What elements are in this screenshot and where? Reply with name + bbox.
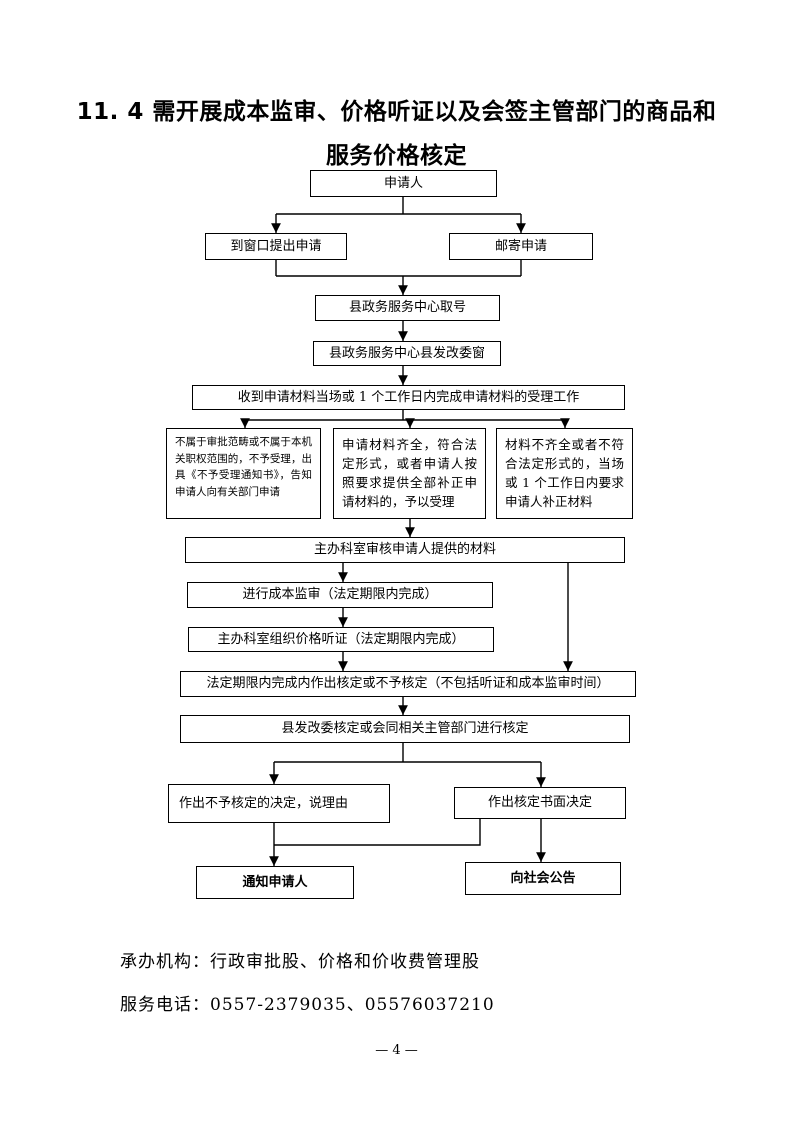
node-submit-mail: 邮寄申请	[449, 233, 593, 260]
footer-phone: 服务电话：0557-2379035、05576037210	[120, 995, 495, 1015]
node-case-accept: 申请材料齐全，符合法定形式，或者申请人按照要求提供全部补正申请材料的，予以受理	[333, 428, 486, 519]
node-approve-decision: 作出核定书面决定	[454, 787, 626, 819]
node-joint-approval: 县发改委核定或会同相关主管部门进行核定	[180, 715, 630, 743]
node-review: 主办科室审核申请人提供的材料	[185, 537, 625, 563]
node-acceptance: 收到申请材料当场或 1 个工作日内完成申请材料的受理工作	[192, 385, 625, 410]
node-take-number: 县政务服务中心取号	[315, 295, 500, 321]
connector-approve-to-notify	[274, 819, 481, 846]
node-case-reject: 不属于审批范畴或不属于本机关职权范围的，不予受理，出具《不予受理通知书》，告知申…	[166, 428, 321, 519]
node-cost-audit: 进行成本监审（法定期限内完成）	[187, 582, 493, 608]
node-decision: 法定期限内完成内作出核定或不予核定（不包括听证和成本监审时间）	[180, 671, 636, 697]
page-title-line1: 11. 4 需开展成本监审、价格听证以及会签主管部门的商品和	[76, 99, 717, 125]
node-reject-decision: 作出不予核定的决定，说理由	[168, 784, 390, 823]
node-price-hearing: 主办科室组织价格听证（法定期限内完成）	[188, 627, 494, 652]
node-submit-window: 到窗口提出申请	[205, 233, 347, 260]
footer-agency: 承办机构：行政审批股、价格和价收费管理股	[120, 952, 480, 972]
page-title-line2: 服务价格核定	[326, 143, 467, 169]
node-reform-window: 县政务服务中心县发改委窗	[313, 341, 501, 366]
node-applicant: 申请人	[310, 170, 497, 197]
page-number: — 4 —	[375, 1043, 418, 1058]
node-notify: 通知申请人	[196, 866, 354, 899]
node-announce: 向社会公告	[465, 862, 621, 895]
node-case-supplement: 材料不齐全或者不符合法定形式的，当场或 1 个工作日内要求申请人补正材料	[496, 428, 633, 519]
